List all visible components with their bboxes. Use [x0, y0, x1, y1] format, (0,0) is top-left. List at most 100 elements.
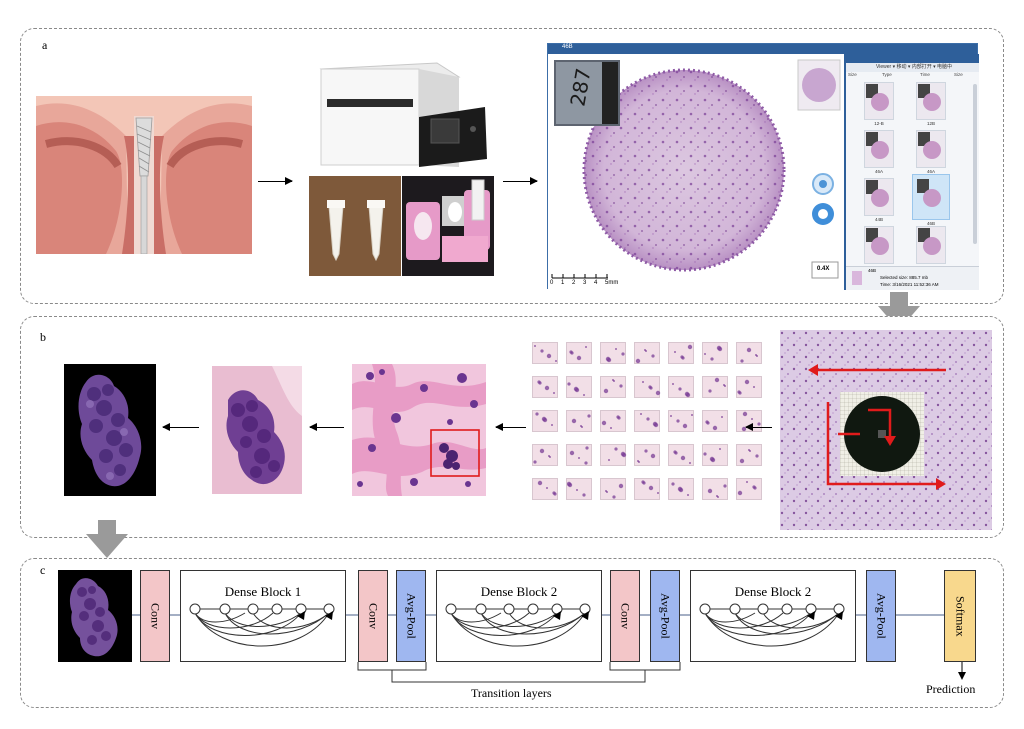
image-tile [532, 376, 558, 398]
image-tile [736, 410, 762, 432]
file-info-size: Selected size: 885.7 mb [880, 275, 929, 280]
transition-2-conv-label: Conv [618, 602, 633, 629]
image-tile [532, 444, 558, 466]
network-input-cell-image [58, 570, 132, 662]
col-size-2[interactable]: Size [954, 72, 963, 77]
slide-thumbnail[interactable]: 46A [916, 130, 946, 174]
transition-1-avgpool-label: Avg-Pool [404, 593, 419, 639]
softmax-label: Softmax [953, 595, 968, 637]
thumbnail-label: 12-B [874, 121, 884, 126]
arrow-b2 [309, 423, 344, 431]
col-size[interactable]: Size [848, 72, 857, 77]
network-connectors [132, 614, 966, 683]
scale-tick-1: 1 [561, 280, 565, 286]
panel-b-label: b [40, 330, 46, 344]
transition-1-conv: Conv [358, 570, 388, 662]
slide-thumbnail[interactable]: 44B [864, 178, 894, 222]
arrow-b1 [162, 423, 199, 431]
image-tile [668, 478, 694, 500]
final-avgpool: Avg-Pool [866, 570, 896, 662]
thumbnail-label: 46A [926, 169, 935, 174]
file-browser-menu[interactable]: Viewer ▾ 移动 ▾ 内部打开 ▾ 电脑中 [846, 63, 979, 72]
image-tile [736, 444, 762, 466]
zoom-level[interactable]: 0.4X [817, 266, 830, 272]
slide-viewer-window: 46B [547, 43, 979, 290]
scrollbar[interactable] [973, 84, 977, 244]
slide-preparation-image [402, 176, 494, 276]
whole-slide-image: 287 [551, 59, 841, 279]
dense-block-2b: Dense Block 2 [690, 570, 856, 662]
thumbnail-label: 44B [874, 217, 883, 222]
slide-thumbnail[interactable] [916, 226, 946, 264]
image-tile [634, 478, 660, 500]
file-info-name: 46B [868, 268, 877, 273]
image-tile [668, 444, 694, 466]
transition-2-avgpool: Avg-Pool [650, 570, 680, 662]
image-tiles-grid [528, 340, 772, 520]
transition-layers-label: Transition layers [471, 686, 552, 700]
cropped-cell-image [212, 366, 302, 494]
viewer-titlebar: 46B [548, 44, 977, 54]
image-tile [566, 342, 592, 364]
file-browser-titlebar: ▣ [846, 54, 979, 69]
transition-1-conv-label: Conv [366, 602, 381, 629]
arrow-a2 [503, 177, 538, 185]
slide-thumbnail[interactable] [864, 226, 894, 264]
dense-block-2a: Dense Block 2 [436, 570, 602, 662]
sample-tubes-image [309, 176, 401, 276]
scale-tick-5: 5mm [605, 280, 619, 286]
transition-2-avgpool-label: Avg-Pool [658, 593, 673, 639]
field-of-view-image [352, 364, 486, 496]
dense-block-2b-title: Dense Block 2 [734, 584, 812, 599]
final-avgpool-label: Avg-Pool [874, 593, 889, 639]
image-tile [736, 342, 762, 364]
process-arrow-down-right [878, 292, 920, 330]
scale-tick-2: 2 [572, 280, 576, 286]
image-tile [566, 410, 592, 432]
slide-thumbnail[interactable]: 46A [864, 130, 894, 174]
file-info-time: Time: 3/16/2021 11:52:36 AM [880, 282, 939, 287]
image-tile [668, 342, 694, 364]
dense-block-1-graph [189, 603, 335, 647]
slide-thumbnail[interactable]: 12-B [864, 82, 894, 126]
image-tile [702, 444, 728, 466]
scale-bar-labels: 0 1 2 3 4 5mm [550, 280, 630, 289]
transition-2-conv: Conv [610, 570, 640, 662]
image-tile [634, 342, 660, 364]
slide-thumbnail-selected[interactable]: 46B [912, 174, 950, 226]
image-tile [668, 376, 694, 398]
slide-thumbnail[interactable]: 12B [916, 82, 946, 126]
arrow-a1 [258, 177, 293, 185]
scale-tick-3: 3 [583, 280, 587, 286]
image-tile [600, 478, 626, 500]
arrow-b3 [495, 423, 526, 431]
image-tile [634, 410, 660, 432]
segmented-cell-cluster-image [64, 364, 156, 496]
image-tile [702, 376, 728, 398]
panel-a-label: a [42, 38, 48, 52]
image-tile [532, 410, 558, 432]
tiles-container [528, 340, 772, 520]
prediction-label: Prediction [926, 682, 976, 696]
col-time[interactable]: Time [920, 72, 930, 77]
image-tile [634, 376, 661, 398]
conv-layer-1-label: Conv [148, 602, 163, 629]
transition-1-avgpool: Avg-Pool [396, 570, 426, 662]
image-tile [702, 342, 728, 364]
dense-block-2b-graph [699, 603, 845, 647]
file-info: 46B Selected size: 885.7 mb Time: 3/16/2… [846, 266, 979, 290]
thumbnail-label: 12B [926, 121, 935, 126]
tile-scanning-image [780, 330, 992, 530]
liquid-based-processor-image [309, 47, 494, 175]
image-tile [702, 410, 728, 432]
image-tile [532, 478, 558, 500]
image-tile [736, 478, 762, 500]
image-tile [736, 376, 762, 398]
cervical-sampling-illustration [36, 96, 252, 254]
image-tile [566, 444, 592, 466]
file-browser-panel: ▣ Viewer ▾ 移动 ▾ 内部打开 ▾ 电脑中 Size Type Tim… [844, 54, 979, 290]
col-type[interactable]: Type [882, 72, 892, 77]
dense-block-1-title: Dense Block 1 [224, 584, 302, 599]
thumbnail-label: 46B [926, 221, 935, 226]
dense-block-2a-graph [445, 603, 591, 647]
